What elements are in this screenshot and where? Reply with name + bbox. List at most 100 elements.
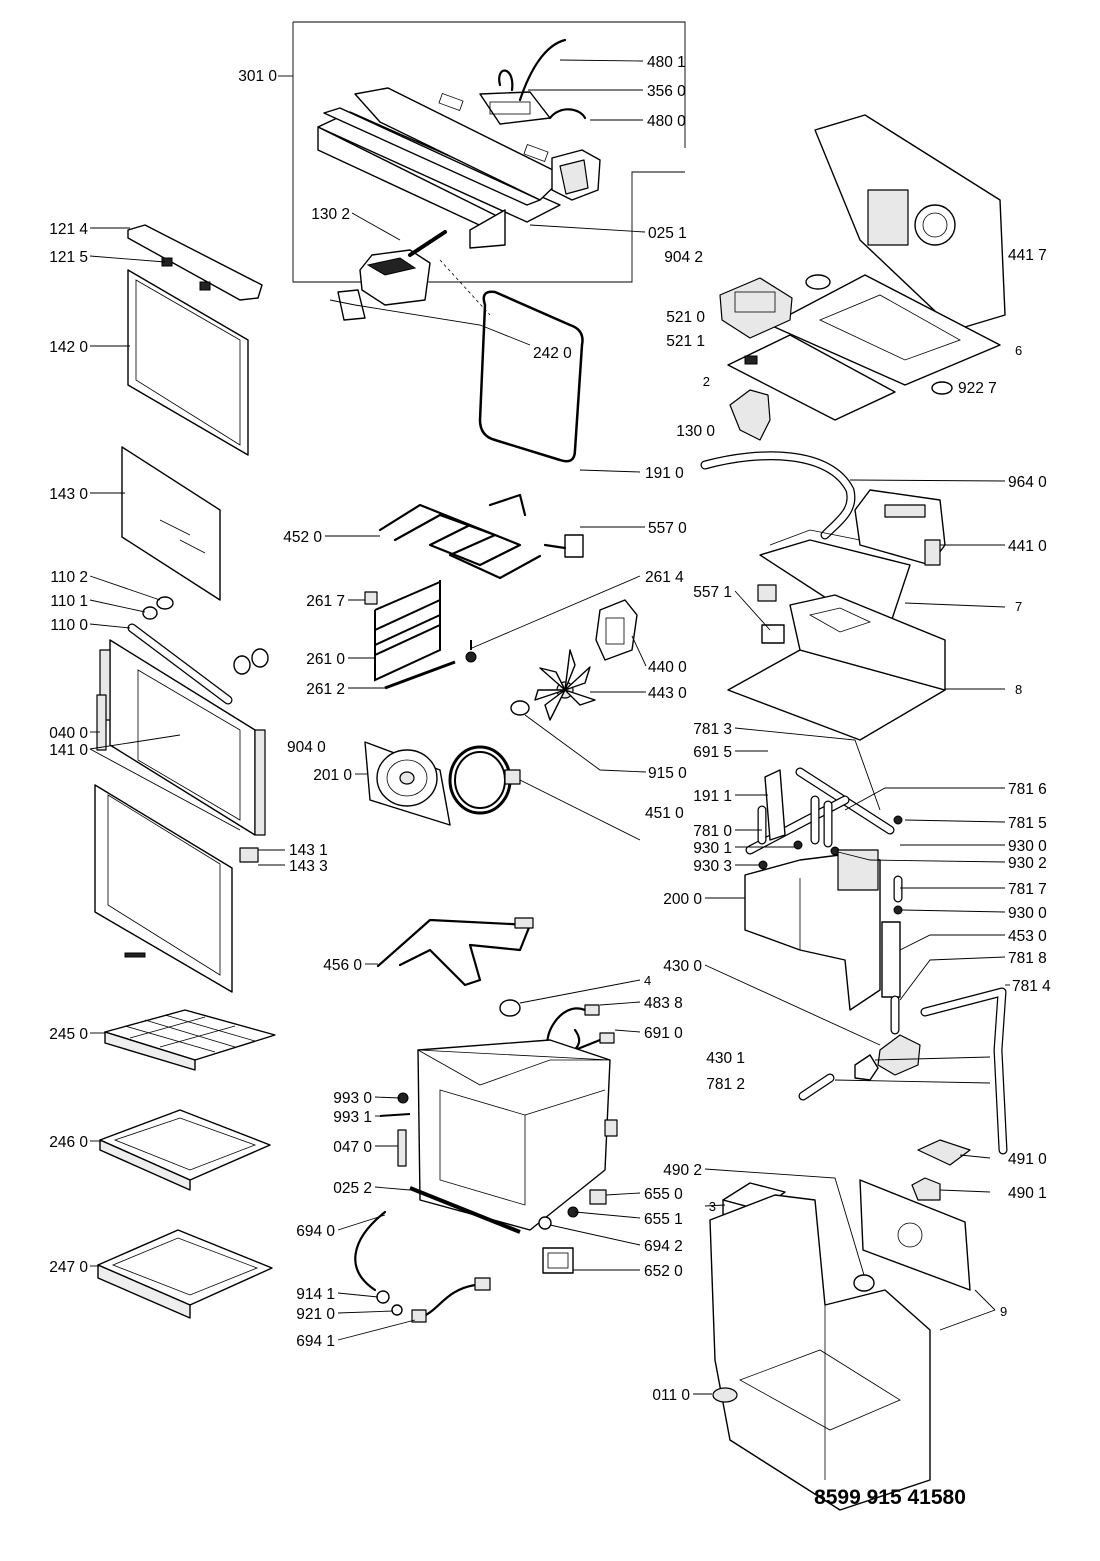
callout-930-0-bottom: 930 0: [1008, 905, 1047, 922]
grill-element-452-0: [378, 493, 542, 580]
bracket-047-0: [397, 1129, 407, 1167]
callout-451-0: 451 0: [645, 805, 684, 822]
callout-8: 8: [1015, 682, 1022, 697]
callout-930-3: 930 3: [693, 858, 732, 875]
callout-694-2: 694 2: [644, 1238, 683, 1255]
callout-781-5: 781 5: [1008, 815, 1047, 832]
callout-781-2: 781 2: [706, 1076, 745, 1093]
callout-964-0: 964 0: [1008, 474, 1047, 491]
callout-047-0: 047 0: [333, 1139, 372, 1156]
callout-456-0: 456 0: [323, 957, 362, 974]
foot-011-0: [712, 1387, 738, 1403]
callout-781-8: 781 8: [1008, 950, 1047, 967]
callout-490-2: 490 2: [663, 1162, 702, 1179]
callout-191-0: 191 0: [645, 465, 684, 482]
bracket-691-5: [764, 769, 786, 841]
callout-200-0: 200 0: [663, 891, 702, 908]
callout-242-0: 242 0: [533, 345, 572, 362]
callout-201-0: 201 0: [313, 767, 352, 784]
callout-930-2: 930 2: [1008, 855, 1047, 872]
callout-694-0: 694 0: [296, 1223, 335, 1240]
washer-922-7: [931, 381, 953, 395]
control-panel-inset-frame: [292, 21, 686, 283]
callout-143-1: 143 1: [289, 842, 328, 859]
door-glass-143-0: [121, 446, 221, 601]
hose-781-4: [920, 987, 1008, 1155]
callout-691-0: 691 0: [644, 1025, 683, 1042]
callout-9: 9: [1000, 1304, 1007, 1319]
callout-6: 6: [1015, 343, 1022, 358]
callout-922-7: 922 7: [958, 380, 997, 397]
callout-121-4: 121 4: [49, 221, 88, 238]
grommet-904-2: [805, 274, 831, 290]
door-hinge-143-3: [239, 847, 259, 863]
wire-grid-245-0: [104, 1009, 276, 1071]
condensation-tank-200-0: [744, 849, 881, 1011]
callout-915-0: 915 0: [648, 765, 687, 782]
callout-694-1: 694 1: [296, 1333, 335, 1350]
socket-694-2: [538, 1216, 552, 1230]
callout-025-1: 025 1: [648, 225, 687, 242]
callout-3: 3: [709, 1199, 716, 1214]
hose-781-2: [798, 1073, 835, 1101]
drip-pan-247-0: [97, 1229, 273, 1319]
lamp-cover-652-0: [542, 1247, 574, 1274]
callout-914-1: 914 1: [296, 1286, 335, 1303]
callout-440-0: 440 0: [648, 659, 687, 676]
connector-plug-4: [499, 999, 521, 1017]
callout-040-0: 040 0: [49, 725, 88, 742]
insulation-plate-8: [727, 594, 946, 741]
callout-110-2: 110 2: [50, 569, 88, 586]
callout-443-0: 443 0: [648, 685, 687, 702]
callout-430-1: 430 1: [706, 1050, 745, 1067]
callout-245-0: 245 0: [49, 1026, 88, 1043]
probe-cable-694: [354, 1210, 491, 1323]
fan-cover-201-0: [364, 741, 451, 826]
pump-430-0: [877, 1034, 921, 1076]
door-glass-142-0: [127, 269, 249, 456]
oven-gasket-191-0: [478, 290, 584, 463]
callout-781-0: 781 0: [693, 823, 732, 840]
terminal-491-0: [917, 1139, 971, 1166]
control-board-521: [719, 277, 793, 339]
rear-panel-441-7: [814, 114, 1006, 331]
fan-impeller-443-0: [534, 649, 596, 721]
selector-switch: [551, 149, 601, 201]
callout-521-1: 521 1: [666, 333, 705, 350]
callout-025-2: 025 2: [333, 1180, 372, 1197]
door-top-trim: [127, 224, 263, 301]
callout-993-0: 993 0: [333, 1090, 372, 1107]
callout-261-4: 261 4: [645, 569, 684, 586]
lamp-655: [567, 1189, 607, 1218]
callout-781-6: 781 6: [1008, 781, 1047, 798]
callout-261-2: 261 2: [306, 681, 345, 698]
callout-781-4: 781 4: [1012, 978, 1051, 995]
thermal-fuse-557-1: [757, 584, 785, 644]
callout-491-0: 491 0: [1008, 1151, 1047, 1168]
callout-921-0: 921 0: [296, 1306, 335, 1323]
callout-480-1: 480 1: [647, 54, 686, 71]
callout-141-0: 141 0: [49, 742, 88, 759]
control-panel-fascia: [317, 87, 566, 249]
callout-labels: 301 0 480 1 356 0 480 0 130 2 025 1 242 …: [49, 54, 1051, 1404]
callout-2: 2: [703, 374, 710, 389]
chassis-9: [709, 1179, 971, 1511]
document-number: 8599 915 41580: [814, 1486, 966, 1509]
callout-247-0: 247 0: [49, 1259, 88, 1276]
baking-tray-246-0: [99, 1109, 271, 1191]
oven-cavity: [417, 1039, 618, 1231]
callout-246-0: 246 0: [49, 1134, 88, 1151]
callout-142-0: 142 0: [49, 339, 88, 356]
callout-490-1: 490 1: [1008, 1185, 1047, 1202]
callout-110-1: 110 1: [50, 593, 88, 610]
tubes-781: [745, 767, 895, 855]
callout-993-1: 993 1: [333, 1109, 372, 1126]
callout-191-1: 191 1: [693, 788, 732, 805]
callout-356-0: 356 0: [647, 83, 686, 100]
top-cover-6: [769, 274, 1001, 386]
callout-011-0: 011 0: [652, 1387, 690, 1404]
hose-964-0: [700, 451, 856, 540]
door-handle-bar: [127, 623, 233, 705]
callout-130-0: 130 0: [676, 423, 715, 440]
screw-261-4: [465, 640, 477, 663]
